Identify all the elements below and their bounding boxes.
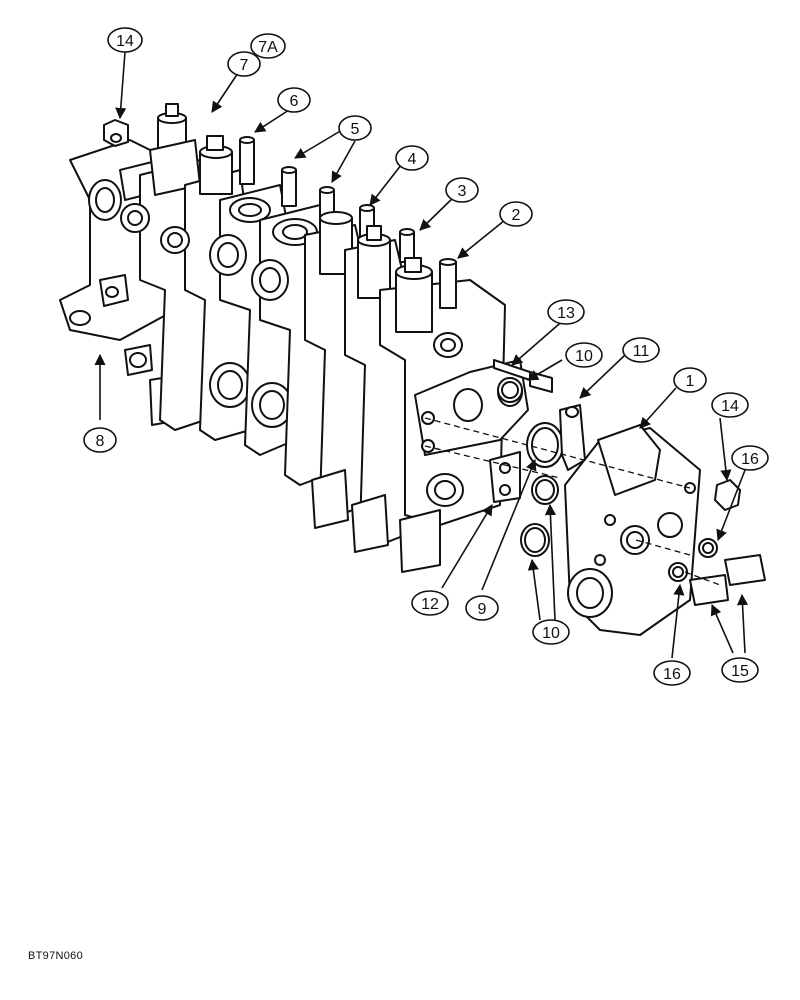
- svg-text:13: 13: [557, 305, 575, 322]
- svg-text:5: 5: [351, 121, 360, 138]
- svg-text:14: 14: [721, 398, 739, 415]
- alignment-lines: [424, 417, 721, 586]
- callout-7a: 7A: [250, 33, 286, 59]
- svg-text:16: 16: [741, 451, 759, 468]
- svg-text:2: 2: [512, 207, 521, 224]
- svg-text:15: 15: [731, 663, 749, 680]
- o-ring-medium: [520, 475, 559, 557]
- callout-13: 13: [547, 299, 585, 325]
- svg-text:9: 9: [478, 601, 487, 618]
- svg-text:14: 14: [116, 33, 134, 50]
- svg-text:1: 1: [686, 373, 695, 390]
- callout-1: 1: [673, 367, 707, 393]
- callout-2: 2: [499, 201, 533, 227]
- callout-16-bottom: 16: [653, 660, 691, 686]
- callout-8: 8: [83, 427, 117, 453]
- callout-10-bottom: 10: [532, 619, 570, 645]
- retainer-clip: [559, 404, 586, 471]
- o-ring-large: [526, 422, 564, 468]
- callout-5: 5: [338, 115, 372, 141]
- svg-text:12: 12: [421, 596, 439, 613]
- callout-14-right: 14: [711, 392, 749, 418]
- outlet-end-cover: [564, 424, 701, 636]
- svg-text:10: 10: [542, 625, 560, 642]
- plug-nut-right: [714, 479, 741, 511]
- callout-15: 15: [721, 657, 759, 683]
- o-ring-small: [497, 377, 523, 403]
- svg-text:8: 8: [96, 433, 105, 450]
- svg-text:6: 6: [290, 93, 299, 110]
- callout-14-left: 14: [107, 27, 143, 53]
- callout-10-top: 10: [565, 342, 603, 368]
- seal-washers-right: [668, 538, 718, 582]
- svg-text:16: 16: [663, 666, 681, 683]
- callout-12: 12: [411, 590, 449, 616]
- svg-text:7A: 7A: [258, 39, 278, 56]
- plug-bolts: [689, 554, 766, 606]
- svg-text:7: 7: [240, 57, 249, 74]
- gasket-plate: [489, 451, 521, 503]
- callout-9: 9: [465, 595, 499, 621]
- callout-6: 6: [277, 87, 311, 113]
- svg-text:11: 11: [633, 343, 650, 360]
- callout-4: 4: [395, 145, 429, 171]
- svg-text:3: 3: [458, 183, 467, 200]
- callout-16-top: 16: [731, 445, 769, 471]
- callout-11: 11: [622, 337, 660, 363]
- leader-arrows: [94, 51, 749, 659]
- callout-7: 7: [227, 51, 261, 77]
- svg-text:4: 4: [408, 151, 417, 168]
- svg-text:10: 10: [575, 348, 593, 365]
- figure-code: BT97N060: [28, 950, 83, 962]
- callout-3: 3: [445, 177, 479, 203]
